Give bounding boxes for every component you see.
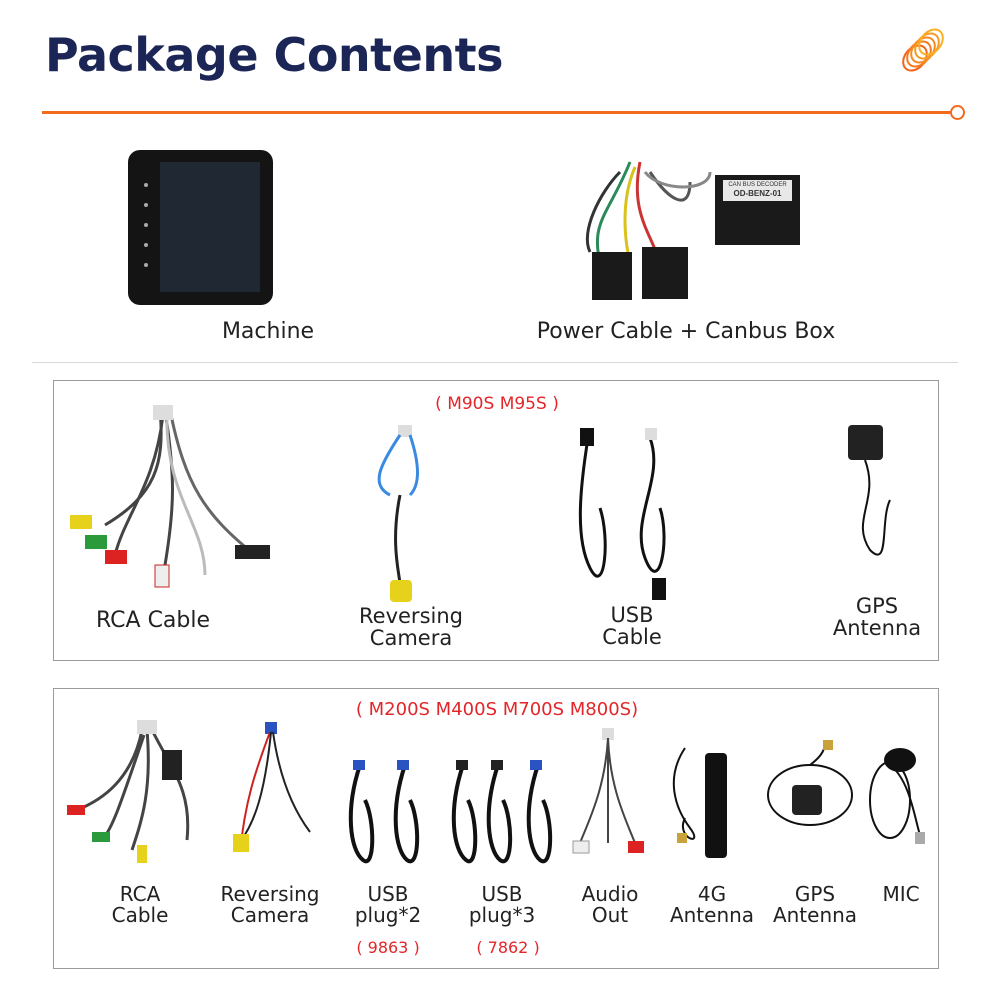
usb-plug-3-model: ( 7862 )	[476, 938, 540, 957]
section-m200s	[53, 688, 939, 969]
rca-cable-label: RCA Cable	[95, 608, 211, 633]
label-line: Out	[591, 903, 629, 927]
usb-cable-image	[578, 428, 666, 600]
label-line: RCA	[119, 882, 161, 906]
gps-antenna-image	[848, 425, 891, 556]
usb-plug-2-image	[348, 760, 420, 864]
reversing-camera-cable-image-2	[233, 722, 311, 853]
usb-plug-2-model: ( 9863 )	[356, 938, 420, 957]
4g-antenna-image	[672, 747, 727, 858]
variant-label-m200s: ( M200S M400S M700S M800S)	[355, 699, 639, 720]
usb-plug-3-image	[451, 760, 553, 864]
label-line: Audio	[581, 882, 639, 906]
gps-antenna-image-2	[767, 740, 853, 826]
label-line: Cable	[602, 625, 662, 650]
label-line: Cable	[111, 903, 169, 927]
label-line: Reversing	[359, 604, 463, 628]
label-line: USB	[481, 882, 523, 906]
machine-label: Machine	[221, 319, 315, 344]
label-line: GPS	[794, 882, 836, 906]
orange-coil-logo-icon	[902, 28, 944, 72]
canbus-box-text-1: CAN BUS DECODER	[728, 182, 787, 188]
rca-cable-image-2	[67, 720, 190, 863]
section-m90s	[53, 380, 939, 661]
section-divider	[32, 362, 958, 363]
reversing-camera-cable-image	[377, 425, 419, 602]
label-line: Camera	[369, 626, 453, 651]
label-line: USB	[367, 882, 409, 906]
label-line: Antenna	[772, 903, 858, 927]
label-line: USB	[610, 603, 654, 627]
header-rule-dot	[950, 105, 965, 120]
canbus-box: CAN BUS DECODER OD-BENZ-01	[715, 175, 800, 245]
label-line: Camera	[230, 903, 310, 927]
label-line: plug*2	[354, 903, 422, 927]
mic-label: MIC	[882, 882, 920, 906]
power-cable-label: Power Cable + Canbus Box	[536, 319, 836, 344]
label-line: GPS	[855, 594, 899, 618]
label-line: Antenna	[669, 903, 755, 927]
machine-image	[128, 150, 273, 305]
page-title: Package Contents	[45, 28, 503, 82]
label-line: plug*3	[468, 903, 536, 927]
mic-image	[869, 748, 925, 844]
audio-out-cable-image	[572, 728, 644, 854]
rca-cable-image	[70, 405, 270, 588]
variant-label-m90s: ( M90S M95S )	[435, 394, 559, 414]
label-line: Antenna	[832, 616, 922, 641]
label-line: 4G	[697, 882, 727, 906]
canbus-box-text-2: OD-BENZ-01	[733, 189, 782, 199]
header-rule	[42, 111, 950, 114]
power-cable-image	[585, 161, 712, 300]
label-line: Reversing	[220, 882, 320, 906]
